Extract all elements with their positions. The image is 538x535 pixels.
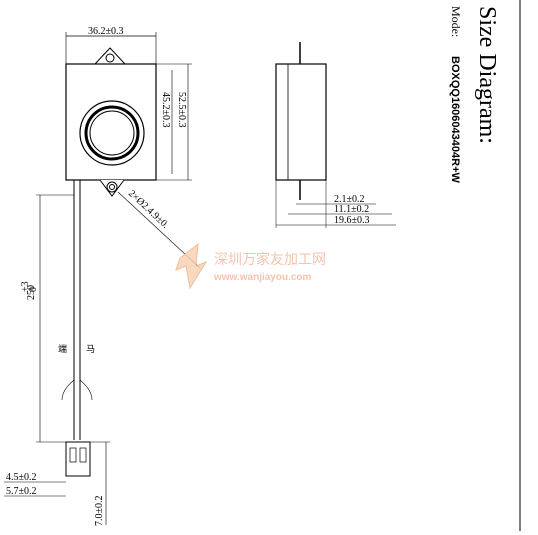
dim-conn-4-5: 4.5±0.2	[6, 472, 37, 483]
dim-lead-tol2: 0	[28, 287, 39, 292]
front-view: 36.2±0.3 45.2±0.3 52.5±0.3 2×Ø2.4.9±0. 端…	[4, 26, 201, 527]
dim-lead-tol: +3	[20, 281, 31, 292]
dim-outer-height: 52.5±0.3	[176, 92, 187, 128]
dim-conn-7-0: 7.0±0.2	[94, 496, 105, 527]
side-view: 2.1±0.2 11.1±0.2 19.6±0.3	[275, 42, 396, 228]
mode-label: Mode:	[449, 6, 463, 37]
dim-side-2-1: 2.1±0.2	[334, 194, 365, 205]
dim-conn-5-7: 5.7±0.2	[6, 486, 37, 497]
dim-lead-length: 250	[26, 285, 37, 300]
watermark-logo-icon	[175, 242, 208, 290]
watermark-cn: 深圳万家友加工网	[214, 251, 326, 268]
watermark: 深圳万家友加工网 www.wanjiayou.com	[175, 242, 326, 290]
dim-side-19-6: 19.6±0.3	[334, 215, 370, 226]
dim-side-11-1: 11.1±0.2	[334, 204, 369, 215]
wire-label-right: 马	[86, 344, 95, 355]
diagram-title: Size Diagram:	[474, 6, 500, 144]
model-number: BOXQQ1606043404R+W	[449, 56, 461, 183]
dim-inner-height: 45.2±0.3	[160, 92, 171, 128]
wire-label-left: 端	[58, 343, 67, 355]
watermark-en: www.wanjiayou.com	[213, 272, 312, 283]
dim-width-top: 36.2±0.3	[88, 26, 124, 37]
dim-hole: 2×Ø2.4.9±0.	[126, 188, 171, 231]
